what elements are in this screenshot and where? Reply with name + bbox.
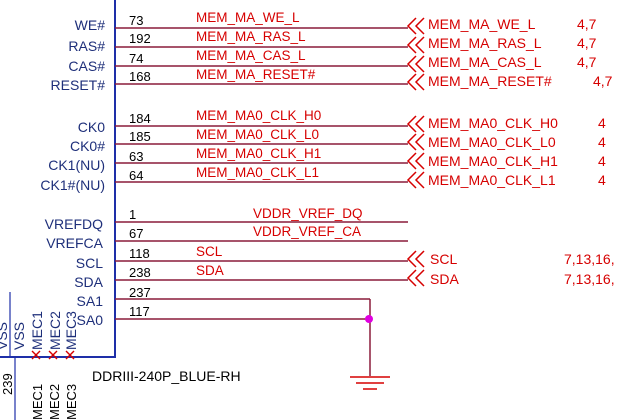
pin-number: 192: [129, 31, 151, 46]
pin-name: CAS#: [68, 58, 105, 74]
ground-symbol-icon: [350, 376, 390, 390]
port-ref: 4,7: [577, 16, 597, 32]
pin-row-sda: SDA 238 SDA: [74, 263, 408, 290]
pin-row-we: WE# 73 MEM_MA_WE_L: [75, 10, 408, 33]
pin-row-ck0: CK0 184 MEM_MA0_CLK_H0: [78, 108, 408, 135]
port-ref: 4,7: [593, 73, 613, 89]
pin-name: RAS#: [68, 38, 105, 54]
net-label: MEM_MA_RAS_L: [196, 29, 306, 44]
port-label: MEM_MA0_CLK_L0: [428, 134, 556, 150]
port-ref: 4: [598, 134, 606, 150]
net-label: MEM_MA_RESET#: [196, 67, 316, 82]
pin-name: CK1(NU): [48, 157, 105, 173]
bottom-external-mec2: MEC2: [47, 384, 62, 420]
pin-number: 64: [129, 168, 143, 183]
port-label: MEM_MA0_CLK_H0: [428, 115, 558, 131]
bottom-pin-mec1: MEC1: [29, 311, 45, 350]
pin-number: 168: [129, 69, 151, 84]
pin-row-ck0n: CK0# 185 MEM_MA0_CLK_L0: [70, 127, 408, 154]
pin-row-reset: RESET# 168 MEM_MA_RESET#: [51, 67, 408, 93]
pin-row-cas: CAS# 74 MEM_MA_CAS_L: [68, 48, 408, 74]
net-label: MEM_MA0_CLK_L0: [196, 127, 319, 142]
pin-name: SCL: [76, 255, 103, 271]
pin-row-sa1: SA1 237: [77, 285, 370, 309]
pin-name: CK1#(NU): [40, 177, 105, 193]
junction-dot-icon: [365, 315, 373, 323]
port-label: MEM_MA_WE_L: [428, 16, 536, 32]
pin-row-vrefdq: VREFDQ 1 VDDR_VREF_DQ: [45, 206, 408, 232]
net-label: VDDR_VREF_DQ: [253, 206, 363, 221]
port-label: MEM_MA_RESET#: [428, 73, 552, 89]
port-ref: 4,7: [577, 35, 597, 51]
bottom-external-mec3: MEC3: [64, 384, 79, 420]
port-ref: 4: [598, 172, 606, 188]
port-ref: 7,13,16,: [564, 271, 615, 287]
bottom-pin-mec2: MEC2: [47, 311, 63, 350]
pin-row-ck1n: CK1#(NU) 64 MEM_MA0_CLK_L1: [40, 165, 408, 193]
pin-number: 237: [129, 285, 151, 300]
port-label: MEM_MA_CAS_L: [428, 54, 542, 70]
pin-row-sa0: SA0 117: [77, 304, 370, 328]
port-label: SCL: [430, 251, 457, 267]
pin-number: 117: [129, 304, 150, 319]
port-ref: 4: [598, 153, 606, 169]
off-page-connector-icon: [406, 17, 425, 287]
port-label: MEM_MA0_CLK_L1: [428, 172, 556, 188]
pin-name: RESET#: [51, 77, 106, 93]
pin-row-ras: RAS# 192 MEM_MA_RAS_L: [68, 29, 408, 54]
no-connect-x-icon: [31, 350, 75, 360]
pin-number: 118: [129, 246, 150, 261]
net-label: MEM_MA_WE_L: [196, 10, 300, 25]
net-label: MEM_MA0_CLK_L1: [196, 165, 319, 180]
port-label: MEM_MA_RAS_L: [428, 35, 542, 51]
pin-number: 1: [129, 207, 136, 222]
pin-name: SDA: [74, 274, 103, 290]
pin-name: SA1: [77, 293, 104, 309]
pin-name: VREFDQ: [45, 216, 103, 232]
pin-name: SA0: [77, 312, 104, 328]
bottom-pin-mec3: MEC3: [63, 311, 79, 350]
bottom-pins: VSS VSS MEC1 MEC2 MEC3: [0, 311, 79, 350]
pin-row-vrefca: VREFCA 67 VDDR_VREF_CA: [46, 224, 408, 251]
pin-name: CK0#: [70, 138, 105, 154]
pin-row-ck1: CK1(NU) 63 MEM_MA0_CLK_H1: [48, 146, 408, 173]
net-label: SDA: [196, 263, 224, 278]
pin-name: CK0: [78, 119, 105, 135]
net-label: SCL: [196, 244, 223, 259]
pin-name: VREFCA: [46, 235, 103, 251]
bottom-external-mec1: MEC1: [30, 384, 45, 420]
net-label: VDDR_VREF_CA: [253, 224, 361, 239]
pin-number: 238: [129, 265, 151, 280]
pin-number: 185: [129, 129, 151, 144]
pin-number: 73: [129, 13, 143, 28]
port-label: MEM_MA0_CLK_H1: [428, 153, 558, 169]
net-label: MEM_MA_CAS_L: [196, 48, 306, 63]
port-ref: 4,7: [577, 54, 597, 70]
port-label: SDA: [430, 271, 459, 287]
bottom-external-pin-number: 239: [0, 373, 15, 395]
port-ref: 7,13,16,: [564, 251, 615, 267]
pin-number: 74: [129, 51, 143, 66]
net-label: MEM_MA0_CLK_H0: [196, 108, 321, 123]
part-name-label: DDRIII-240P_BLUE-RH: [92, 368, 241, 384]
pin-number: 63: [129, 149, 143, 164]
pin-row-scl: SCL 118 SCL: [76, 244, 408, 271]
bottom-pin-vss: VSS: [0, 322, 10, 350]
pin-number: 67: [129, 226, 143, 241]
pin-name: WE#: [75, 17, 106, 33]
net-label: MEM_MA0_CLK_H1: [196, 146, 321, 161]
port-ref: 4: [598, 115, 606, 131]
pin-number: 184: [129, 111, 151, 126]
bottom-stubs: [9, 292, 16, 420]
bottom-pin-vss: VSS: [11, 322, 27, 350]
